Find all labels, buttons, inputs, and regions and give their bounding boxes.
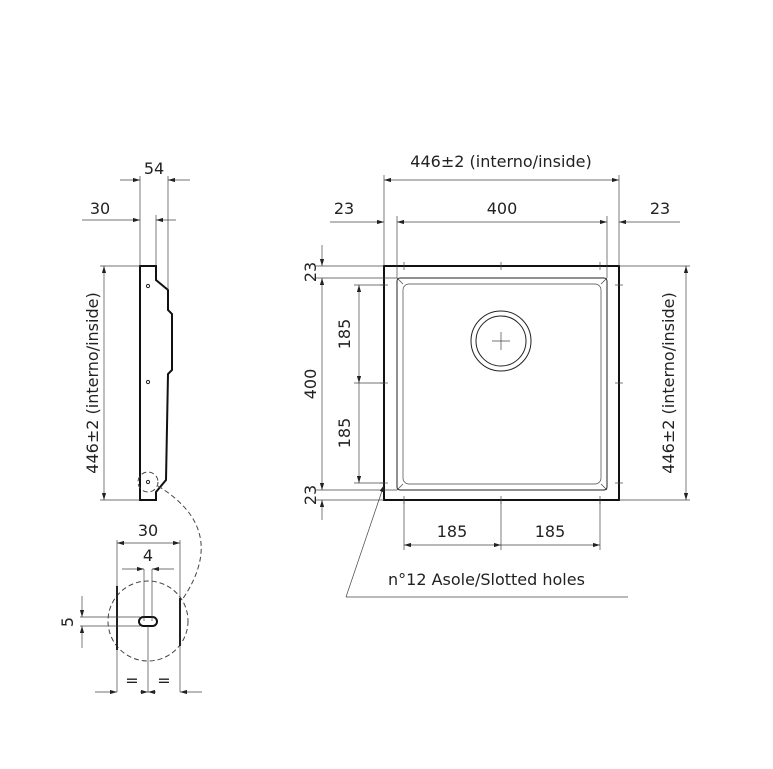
dim-detail-width: 30 <box>138 521 158 540</box>
dim-hole-upper: 185 <box>335 319 354 350</box>
dim-inner-height: 400 <box>301 369 320 400</box>
equal-left: = <box>125 671 138 690</box>
detail-leader <box>157 485 202 601</box>
note-leader <box>345 484 385 598</box>
sink-side-profile <box>139 265 173 501</box>
dim-height: 446±2 (interno/inside) <box>83 292 102 473</box>
detail-callout-circle <box>137 471 159 493</box>
equal-right: = <box>157 671 170 690</box>
plan-view: 446±2 (interno/inside) 23 400 23 23 400 … <box>301 152 690 598</box>
slot-hole-icon <box>138 616 158 627</box>
dim-bottom-right: 185 <box>535 522 566 541</box>
dim-bottom-margin: 23 <box>301 485 320 505</box>
dim-top-margin: 23 <box>301 262 320 282</box>
dim-left-margin: 23 <box>334 199 354 218</box>
detail-view: 30 4 5 = = <box>58 521 202 695</box>
dim-slot-width: 4 <box>143 546 153 565</box>
dim-total-depth: 54 <box>144 159 164 178</box>
dim-overall-height: 446±2 (interno/inside) <box>659 292 678 473</box>
dim-bottom-left: 185 <box>437 522 468 541</box>
detail-circle <box>107 580 189 662</box>
slot-marks <box>380 262 623 504</box>
dim-inner-width: 400 <box>487 199 518 218</box>
dim-slot-height: 5 <box>58 617 77 627</box>
drain-icon <box>470 310 532 372</box>
slot-mark <box>145 479 151 485</box>
slot-mark <box>145 283 151 289</box>
side-view: 54 30 446±2 (interno/inside) <box>82 159 190 501</box>
sink-bowl <box>396 277 608 491</box>
sink-bowl-inner <box>402 283 602 485</box>
slot-mark <box>145 379 151 385</box>
dim-hole-lower: 185 <box>335 418 354 449</box>
dim-right-margin: 23 <box>650 199 670 218</box>
dim-overall-width: 446±2 (interno/inside) <box>410 152 591 171</box>
slotted-holes-note: n°12 Asole/Slotted holes <box>388 570 585 589</box>
dim-rim-depth: 30 <box>90 199 110 218</box>
sink-outer-rim <box>383 265 620 501</box>
